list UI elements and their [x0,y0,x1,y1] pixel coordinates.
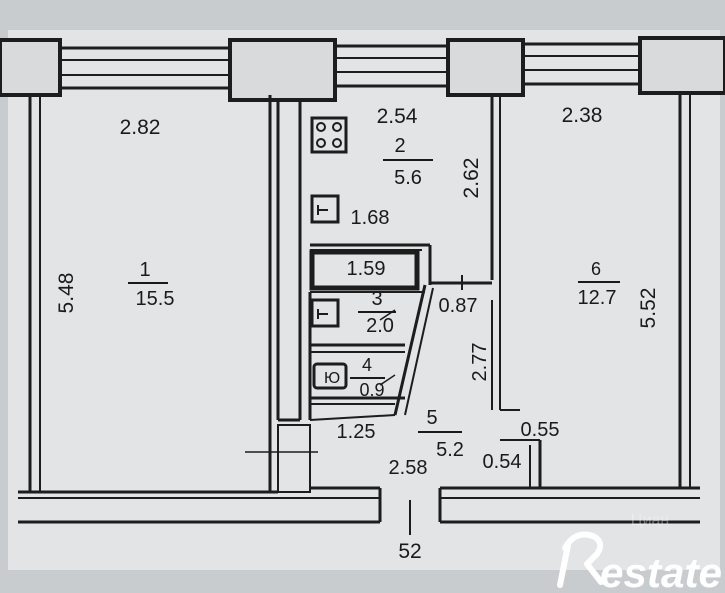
room-4-area: 0.9 [359,380,384,400]
plan-paper [8,30,720,570]
window-right [523,42,640,86]
room-1-number: 1 [139,259,150,281]
room-1-walls [28,95,280,492]
dim-hall-width-top: 1.25 [337,421,376,443]
dim-room2-length: 2.62 [460,158,483,199]
dim-hall-length: 2.77 [469,343,491,382]
window-left [60,46,230,90]
room-6-area: 12.7 [578,287,617,309]
diagonal-partition [309,284,434,421]
dim-hall-width-bottom: 2.58 [389,457,428,479]
washbasin-icon [310,298,340,328]
sink-icon [310,194,340,224]
room-3-walls [308,243,492,420]
watermark-brand: estate [600,549,722,593]
room-2-area: 5.6 [394,167,422,189]
dim-passage-width: 0.87 [439,295,478,317]
dim-room3-width: 1.59 [347,258,386,280]
dim-room1-length: 5.48 [55,273,78,314]
niche [500,409,542,488]
dim-room2-width: 2.54 [377,105,418,128]
room-5-number: 5 [426,407,437,429]
stove-icon [310,116,348,154]
room-6-number: 6 [591,259,601,279]
door-mark-room4 [379,374,396,386]
bottom-wall [18,486,700,524]
room-5-area: 5.2 [436,439,464,461]
room-3-number: 3 [371,288,382,310]
bath-symbol: Ю [324,370,340,387]
kitchen-walls [277,95,501,493]
dim-room2-partition: 1.68 [351,207,390,229]
dim-room1-width: 2.82 [120,116,161,139]
dim-room6-width: 2.38 [562,104,603,127]
restate-logo-icon [557,531,604,588]
room-1-area: 15.5 [136,288,175,310]
dim-niche-width: 0.55 [521,419,560,441]
room-4-number: 4 [362,355,372,375]
dim-room6-length: 5.52 [637,288,660,329]
faint-watermark: Циан [631,512,670,529]
room-3-area: 2.0 [366,315,394,337]
dim-niche-depth: 0.54 [483,451,522,473]
room-6-walls [678,92,691,488]
bathtub-icon [312,362,348,390]
window-middle [335,44,448,88]
top-wall [0,36,725,102]
room-2-number: 2 [394,135,405,157]
apartment-number: 52 [398,540,421,563]
